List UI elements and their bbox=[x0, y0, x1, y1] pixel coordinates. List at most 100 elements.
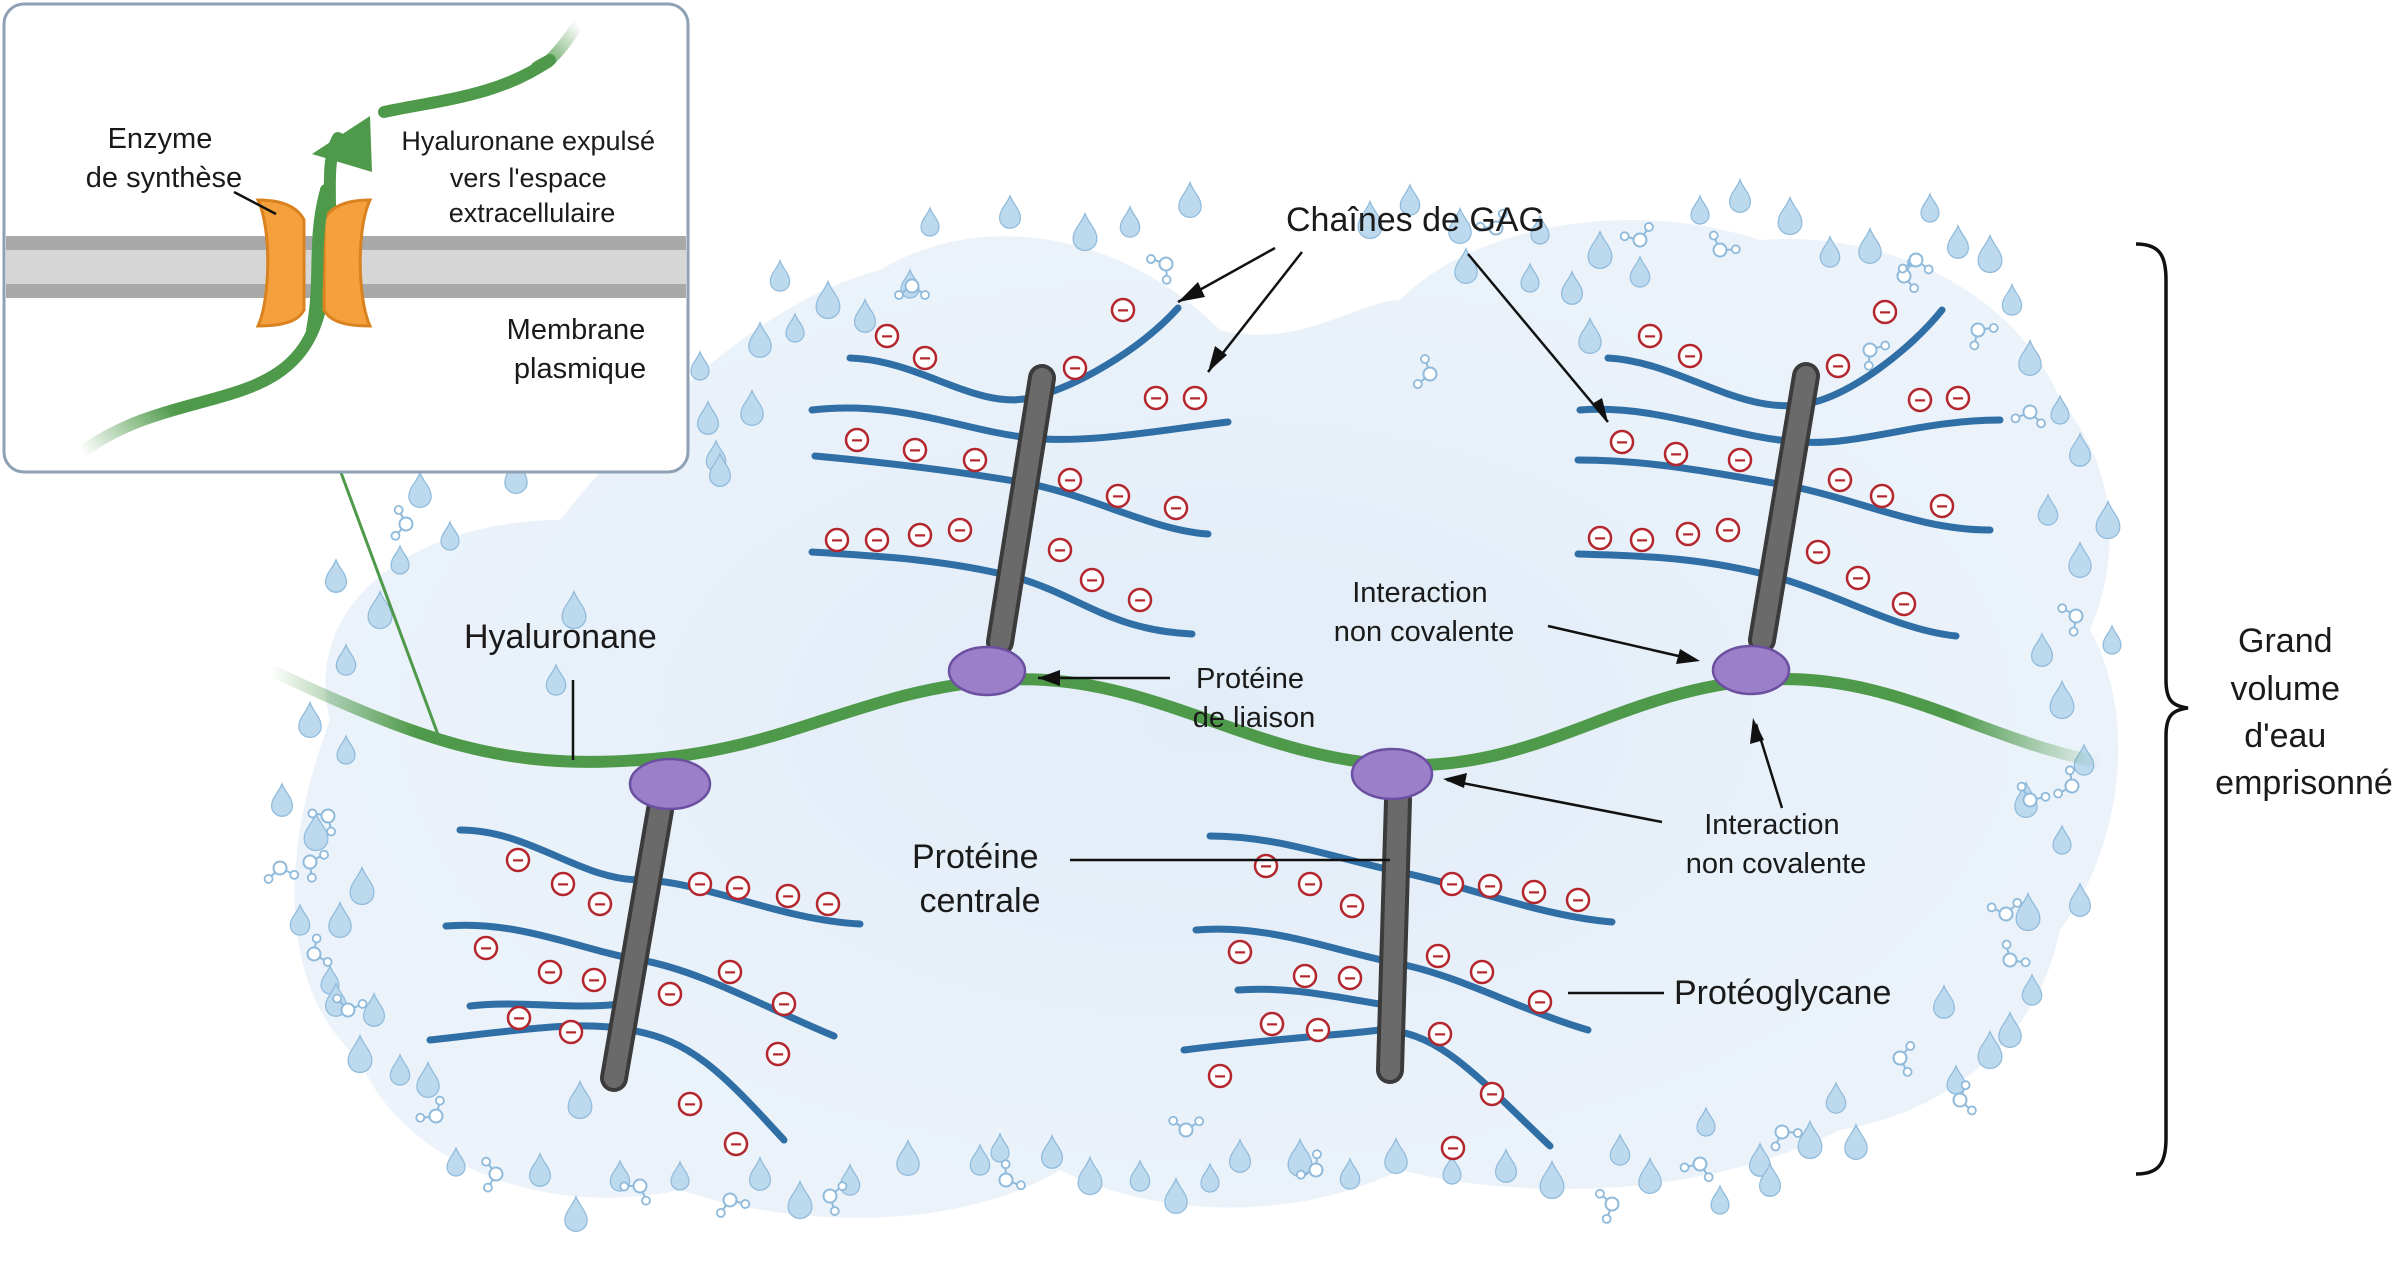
svg-text:−: − bbox=[914, 525, 926, 547]
water-droplet-icon bbox=[2068, 540, 2092, 578]
water-molecule-icon bbox=[1296, 1149, 1324, 1180]
negative-charge-icon: − bbox=[874, 323, 900, 349]
water-droplet-icon bbox=[785, 312, 805, 343]
negative-charge-icon: − bbox=[1825, 353, 1851, 379]
svg-text:−: − bbox=[544, 962, 556, 984]
svg-text:−: − bbox=[1260, 856, 1272, 878]
negative-charge-icon: − bbox=[1527, 989, 1553, 1015]
svg-text:−: − bbox=[1616, 432, 1628, 454]
svg-text:−: − bbox=[1952, 388, 1964, 410]
negative-charge-icon: − bbox=[1127, 587, 1153, 613]
water-molecule-icon bbox=[1168, 1115, 1205, 1138]
inset-connector-line bbox=[338, 469, 442, 741]
gag-arrow-3 bbox=[1467, 253, 1609, 423]
negative-charge-icon: − bbox=[1929, 493, 1955, 519]
water-droplet-icon bbox=[1357, 199, 1383, 240]
noncovalent-right-label: Interaction non covalente bbox=[1686, 809, 1867, 880]
water-droplet-icon bbox=[303, 811, 329, 852]
water-droplet-icon bbox=[920, 206, 940, 237]
noncovalent-top-line-1: Interaction bbox=[1352, 577, 1487, 609]
svg-text:−: − bbox=[557, 874, 569, 896]
svg-text:−: − bbox=[1644, 326, 1656, 348]
gag-arrow-2 bbox=[1207, 251, 1303, 373]
negative-charge-icon: − bbox=[775, 883, 801, 909]
water-molecule-icon bbox=[307, 808, 336, 837]
core-protein-highlight bbox=[1380, 790, 1408, 1080]
link-protein-line-2: de liaison bbox=[1193, 702, 1316, 734]
negative-charge-icon: − bbox=[558, 1019, 584, 1045]
membrane-label: Membrane plasmique bbox=[507, 314, 654, 385]
water-molecule-icon bbox=[2016, 781, 2051, 808]
negative-charge-icon: − bbox=[723, 1131, 749, 1157]
svg-text:−: − bbox=[732, 878, 744, 900]
negative-charge-icon: − bbox=[962, 447, 988, 473]
svg-text:−: − bbox=[1234, 942, 1246, 964]
svg-text:−: − bbox=[1117, 300, 1129, 322]
gag-chain bbox=[1234, 985, 1384, 1008]
svg-text:−: − bbox=[1266, 1014, 1278, 1036]
svg-text:−: − bbox=[1594, 528, 1606, 550]
negative-charge-icon: − bbox=[1292, 963, 1318, 989]
svg-text:−: − bbox=[782, 886, 794, 908]
water-molecule-icon bbox=[1708, 230, 1741, 258]
svg-text:−: − bbox=[724, 962, 736, 984]
negative-charge-icon: − bbox=[581, 967, 607, 993]
link-protein bbox=[628, 757, 712, 811]
water-droplet-icon bbox=[1178, 180, 1202, 218]
water-droplet-icon bbox=[769, 259, 791, 292]
svg-text:−: − bbox=[871, 530, 883, 552]
noncovalent-top-arrow bbox=[1547, 624, 1697, 662]
negative-charge-icon: − bbox=[1062, 355, 1088, 381]
negative-charge-icon: − bbox=[1587, 525, 1613, 551]
enzyme-pointer bbox=[233, 190, 277, 216]
svg-text:−: − bbox=[1528, 882, 1540, 904]
link-protein bbox=[947, 645, 1027, 697]
negative-charge-icon: − bbox=[765, 1041, 791, 1067]
noncovalent-right-line-2: non covalente bbox=[1686, 848, 1867, 880]
negative-charge-icon: − bbox=[824, 527, 850, 553]
water-droplet-icon bbox=[335, 643, 357, 676]
water-droplet-icon bbox=[853, 298, 877, 333]
water-droplet-icon bbox=[1560, 270, 1584, 305]
core-protein-line-1: Protéine bbox=[912, 838, 1039, 876]
svg-text:−: − bbox=[909, 440, 921, 462]
noncovalent-top-line-2: non covalente bbox=[1334, 616, 1515, 648]
core-protein-highlight bbox=[604, 800, 670, 1088]
negative-charge-icon: − bbox=[537, 959, 563, 985]
negative-charge-icon: − bbox=[1469, 959, 1495, 985]
noncovalent-right-line-1: Interaction bbox=[1704, 809, 1839, 841]
enzyme-label: Enzyme de synthèse bbox=[86, 123, 242, 194]
negative-charge-icon: − bbox=[1163, 495, 1189, 521]
negative-charge-icon: − bbox=[1477, 873, 1503, 899]
water-droplet-icon bbox=[990, 1132, 1010, 1163]
water-droplet-icon bbox=[1797, 1119, 1823, 1160]
water-molecule-icon bbox=[302, 849, 329, 883]
svg-text:−: − bbox=[1484, 876, 1496, 898]
water-droplet-icon bbox=[1578, 316, 1602, 354]
svg-text:−: − bbox=[778, 994, 790, 1016]
expelled-label: Hyaluronane expulsé vers l'espace extrac… bbox=[401, 126, 662, 228]
svg-text:−: − bbox=[1304, 874, 1316, 896]
water-droplet-icon bbox=[2095, 499, 2121, 540]
svg-text:−: − bbox=[1054, 540, 1066, 562]
water-molecule-icon bbox=[1897, 252, 1934, 275]
negative-charge-icon: − bbox=[587, 891, 613, 917]
svg-text:−: − bbox=[1534, 992, 1546, 1014]
negative-charge-icon: − bbox=[1253, 853, 1279, 879]
water-droplet-icon bbox=[2021, 973, 2043, 1006]
water-droplet-icon bbox=[1494, 1148, 1518, 1183]
svg-text:−: − bbox=[1446, 874, 1458, 896]
negative-charge-icon: − bbox=[1872, 299, 1898, 325]
negative-charge-icon: − bbox=[1479, 1081, 1505, 1107]
water-molecule-icon bbox=[822, 1181, 848, 1216]
svg-text:−: − bbox=[1572, 890, 1584, 912]
negative-charge-icon: − bbox=[1727, 447, 1753, 473]
water-droplet-icon bbox=[787, 1179, 813, 1220]
water-molecules bbox=[263, 208, 2084, 1224]
svg-text:−: − bbox=[1898, 594, 1910, 616]
water-droplet-icon bbox=[347, 1033, 373, 1074]
water-droplet-icon bbox=[2068, 882, 2092, 917]
svg-text:−: − bbox=[1214, 1066, 1226, 1088]
negative-charge-icon: − bbox=[815, 891, 841, 917]
water-droplet-icon bbox=[696, 400, 720, 435]
